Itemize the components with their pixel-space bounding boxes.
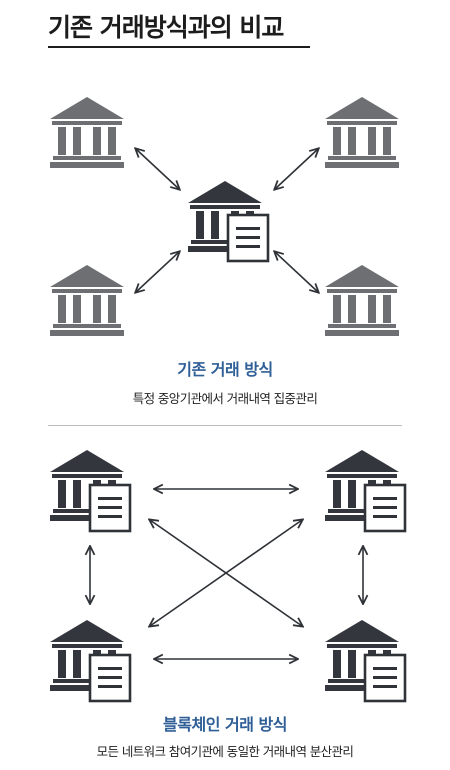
traditional-arrows <box>136 149 318 292</box>
section-divider <box>48 425 402 426</box>
double-arrow-icon <box>136 149 179 189</box>
ledger-document-icon <box>226 213 270 263</box>
blockchain-description: 모든 네트워크 참여기관에 동일한 거래내역 분산관리 <box>96 744 354 759</box>
bank-icon <box>50 265 124 336</box>
page-title: 기존 거래방식과의 비교 <box>48 13 284 42</box>
blockchain-arrows <box>90 489 363 659</box>
double-arrow-icon <box>275 149 318 189</box>
bank-icon <box>325 265 399 336</box>
ledger-document-icon <box>363 483 407 533</box>
title-underline <box>48 46 310 48</box>
ledger-document-icon <box>88 483 132 533</box>
traditional-label: 기존 거래 방식 <box>177 360 273 379</box>
double-arrow-icon <box>136 252 179 292</box>
double-arrow-icon <box>275 252 318 292</box>
blockchain-label: 블록체인 거래 방식 <box>163 715 287 734</box>
ledger-document-icon <box>363 653 407 703</box>
bank-icon <box>50 97 124 168</box>
bank-icon <box>325 97 399 168</box>
ledger-document-icon <box>88 653 132 703</box>
double-arrow-icon <box>150 520 302 626</box>
traditional-description: 특정 중앙기관에서 거래내역 집중관리 <box>132 391 318 406</box>
